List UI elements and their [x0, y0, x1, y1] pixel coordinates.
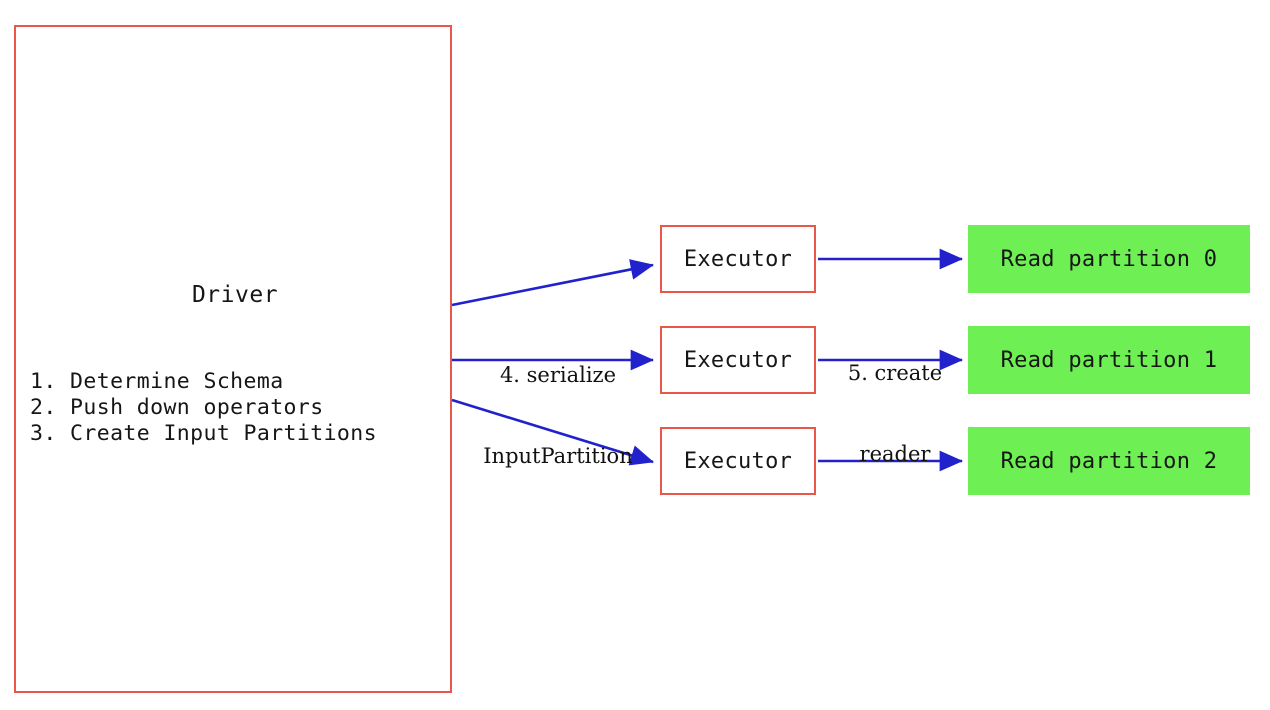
read-partition-box-2: Read partition 2 — [968, 427, 1250, 495]
driver-step-list: 1. Determine Schema 2. Push down operato… — [30, 369, 377, 446]
edge-label-serialize-line1: 4. serialize — [499, 363, 617, 387]
executor-label-1: Executor — [683, 347, 793, 373]
edge-label-create-reader-line1: 5. create — [847, 361, 943, 385]
edge-label-serialize-line2: InputPartition — [483, 444, 633, 468]
read-partition-box-0: Read partition 0 — [968, 225, 1250, 293]
executor-box-0: Executor — [660, 225, 816, 293]
driver-title: Driver — [191, 282, 279, 308]
executor-label-0: Executor — [683, 246, 793, 272]
read-partition-label-1: Read partition 1 — [1000, 347, 1218, 373]
read-partition-label-2: Read partition 2 — [1000, 448, 1218, 474]
edge-label-serialize: 4. serialize InputPartition — [458, 308, 658, 524]
executor-label-2: Executor — [683, 448, 793, 474]
driver-box: Driver 1. Determine Schema 2. Push down … — [14, 25, 452, 693]
edge-label-create-reader: 5. create reader — [828, 306, 962, 522]
edge-label-create-reader-line2: reader — [859, 442, 931, 466]
read-partition-label-0: Read partition 0 — [1000, 246, 1218, 272]
executor-box-2: Executor — [660, 427, 816, 495]
arrow-driver-to-executor-2 — [451, 398, 654, 466]
arrow-driver-to-executor-0 — [451, 259, 655, 307]
read-partition-box-1: Read partition 1 — [968, 326, 1250, 394]
executor-box-1: Executor — [660, 326, 816, 394]
